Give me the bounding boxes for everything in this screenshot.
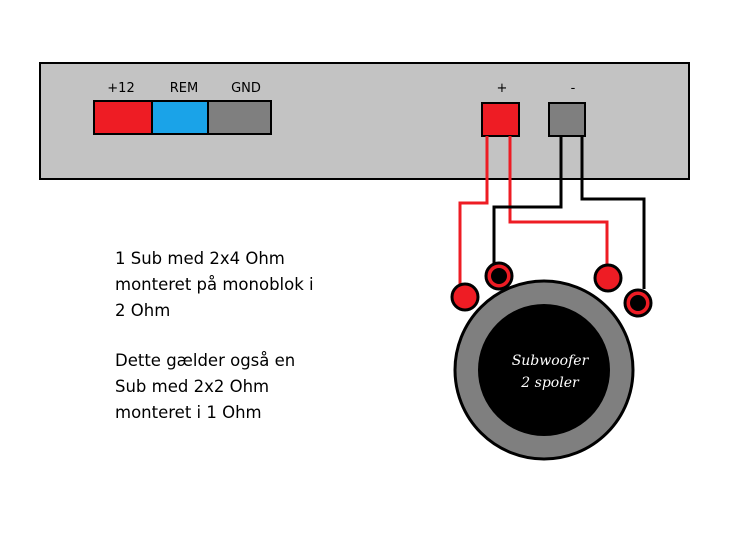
note-line: Sub med 2x2 Ohm	[115, 377, 270, 396]
note-line: 1 Sub med 2x4 Ohm	[115, 249, 285, 268]
speaker-positive-label: +	[497, 81, 508, 96]
positive-wire-right	[508, 136, 609, 266]
note-line: monteret i 1 Ohm	[115, 403, 262, 422]
wiring-note-secondary: Dette gælder også en Sub med 2x2 Ohm mon…	[115, 348, 295, 426]
negative-wire-right	[580, 136, 646, 289]
terminal-gnd-label: GND	[231, 81, 261, 96]
coil1-positive-terminal	[450, 282, 480, 312]
subwoofer-cone	[478, 304, 610, 436]
note-line: monteret på monoblok i	[115, 275, 314, 294]
speaker-terminal-negative	[548, 102, 586, 137]
speaker-negative-label: -	[571, 81, 576, 96]
terminal-12v-label: +12	[107, 81, 134, 96]
terminal-gnd	[207, 100, 272, 135]
terminal-rem	[151, 100, 209, 135]
coil2-positive-terminal	[593, 263, 623, 293]
subwoofer-coils-label: 2 spoler	[520, 375, 580, 391]
note-line: Dette gælder også en	[115, 351, 296, 370]
wiring-note-primary: 1 Sub med 2x4 Ohm monteret på monoblok i…	[115, 246, 314, 324]
negative-wire-left	[492, 136, 563, 266]
terminal-rem-label: REM	[170, 81, 198, 96]
terminal-12v	[93, 100, 153, 135]
coil1-negative-terminal-core	[491, 268, 507, 284]
subwoofer-label: Subwoofer	[512, 353, 590, 369]
positive-wire-left	[458, 136, 489, 285]
note-line: 2 Ohm	[115, 301, 171, 320]
speaker-terminal-positive	[481, 102, 520, 137]
coil2-negative-terminal-core	[630, 295, 646, 311]
